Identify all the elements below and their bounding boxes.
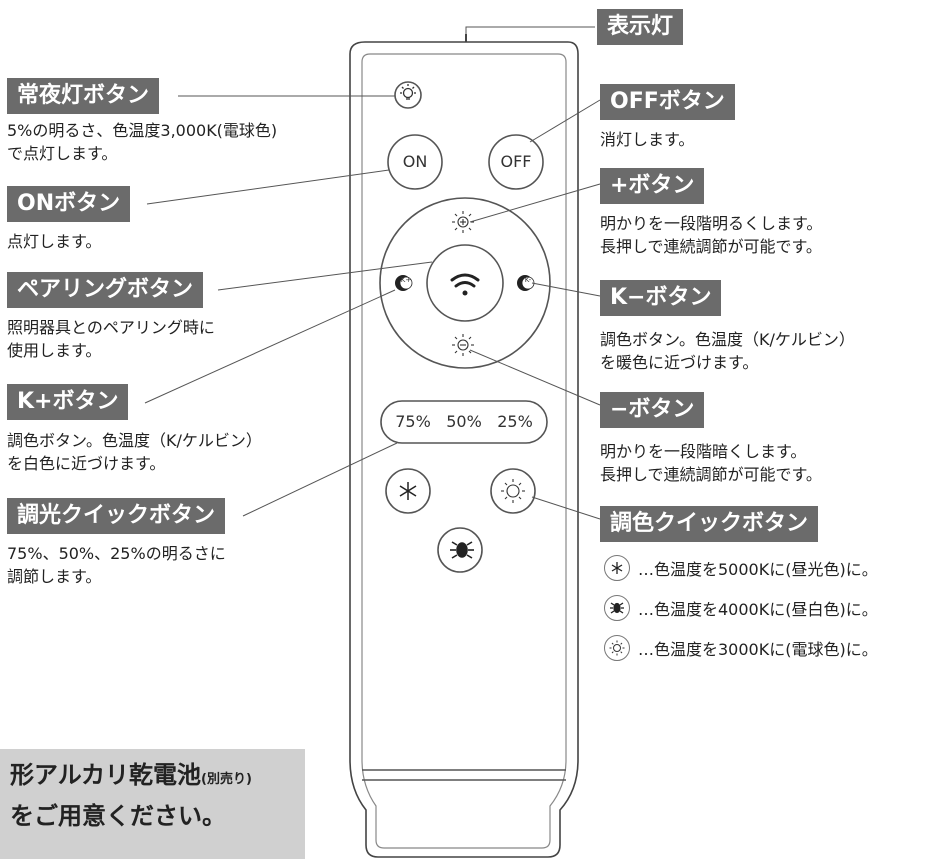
legend-text-4000k: …色温度を4000Kに(昼白色)に。: [638, 600, 878, 619]
off-tag: OFFボタン: [600, 84, 735, 120]
plus-tag: +ボタン: [600, 168, 705, 204]
plus-desc-2: 長押しで連続調節が可能です。: [600, 237, 822, 256]
legend-row-4000k: …色温度を4000Kに(昼白色)に。: [604, 593, 878, 623]
k-plus-text[interactable]: K+: [400, 276, 412, 284]
off-button-label[interactable]: OFF: [500, 152, 532, 171]
k-minus-tag: K−ボタン: [600, 280, 722, 316]
night-light-desc-1: 5%の明るさ、色温度3,000K(電球色): [7, 121, 278, 140]
k-minus-text[interactable]: K-: [524, 276, 532, 284]
k-minus-desc-2: を暖色に近づけます。: [600, 353, 759, 372]
k-minus-desc-1: 調色ボタン。色温度（K/ケルビン）: [600, 330, 855, 349]
minus-desc-2: 長押しで連続調節が可能です。: [600, 465, 822, 484]
off-desc: 消灯します。: [600, 130, 695, 149]
on-tag: ONボタン: [7, 186, 131, 222]
pct-25[interactable]: 25%: [497, 412, 533, 431]
battery-note-small: (別売り): [201, 772, 252, 787]
dimming-quick-desc-1: 75%、50%、25%の明るさに: [7, 544, 226, 563]
pct-50[interactable]: 50%: [446, 412, 482, 431]
battery-note-line2: をご用意ください。: [10, 802, 226, 830]
bug-sun-icon: [604, 595, 630, 621]
k-plus-icon: [395, 275, 413, 291]
dimming-quick-desc-2: 調節します。: [7, 567, 102, 586]
control-ring: [379, 197, 551, 369]
k-plus-desc-1: 調色ボタン。色温度（K/ケルビン）: [7, 431, 262, 450]
on-button: [387, 134, 443, 190]
night-light-desc-2: で点灯します。: [7, 144, 118, 163]
k-plus-tag: K+ボタン: [7, 384, 129, 420]
minus-tag: −ボタン: [600, 392, 705, 428]
battery-note-line1-text: 形アルカリ乾電池: [10, 761, 202, 789]
daylight-button: [385, 468, 431, 514]
pairing-desc-2: 使用します。: [7, 341, 102, 360]
minus-sun-icon: [452, 334, 474, 356]
wifi-icon: [450, 273, 480, 296]
night-light-button: [394, 81, 422, 109]
plus-desc-1: 明かりを一段階明るくします。: [600, 214, 823, 233]
pct-75[interactable]: 75%: [395, 412, 431, 431]
bulb-icon: [400, 84, 416, 100]
remote-inner-outline: [361, 53, 567, 849]
on-button-label[interactable]: ON: [402, 152, 428, 171]
color-quick-tag: 調色クイックボタン: [600, 506, 819, 542]
legend-text-5000k: …色温度を5000Kに(昼光色)に。: [638, 560, 878, 579]
pairing-tag: ペアリングボタン: [7, 272, 204, 308]
remote-body: [349, 41, 579, 858]
sun-icon: [604, 635, 630, 661]
legend-text-3000k: …色温度を3000Kに(電球色)に。: [638, 640, 878, 659]
night-light-tag: 常夜灯ボタン: [7, 78, 160, 114]
pairing-desc-1: 照明器具とのペアリング時に: [7, 318, 215, 337]
neutral-button: [437, 527, 483, 573]
bug-sun-icon: [450, 541, 474, 559]
legend-row-5000k: …色温度を5000Kに(昼光色)に。: [604, 553, 878, 583]
on-desc: 点灯します。: [7, 232, 102, 251]
k-plus-desc-2: を白色に近づけます。: [7, 454, 166, 473]
snowflake-icon: [399, 482, 417, 500]
battery-note-line1: 形アルカリ乾電池(別売り): [10, 757, 305, 798]
plus-sun-icon: [452, 211, 474, 233]
minus-desc-1: 明かりを一段階暗くします。: [600, 442, 807, 461]
pairing-button: [426, 244, 504, 322]
legend-row-3000k: …色温度を3000Kに(電球色)に。: [604, 633, 878, 663]
k-minus-icon: [517, 275, 535, 291]
warm-button: [490, 468, 536, 514]
dimming-quick-pill: [380, 400, 548, 444]
snowflake-icon: [604, 555, 630, 581]
indicator-tag: 表示灯: [597, 9, 684, 45]
dimming-quick-tag: 調光クイックボタン: [7, 498, 226, 534]
sun-icon: [501, 479, 525, 503]
battery-note: 形アルカリ乾電池(別売り) をご用意ください。: [0, 749, 305, 859]
off-button: [488, 134, 544, 190]
